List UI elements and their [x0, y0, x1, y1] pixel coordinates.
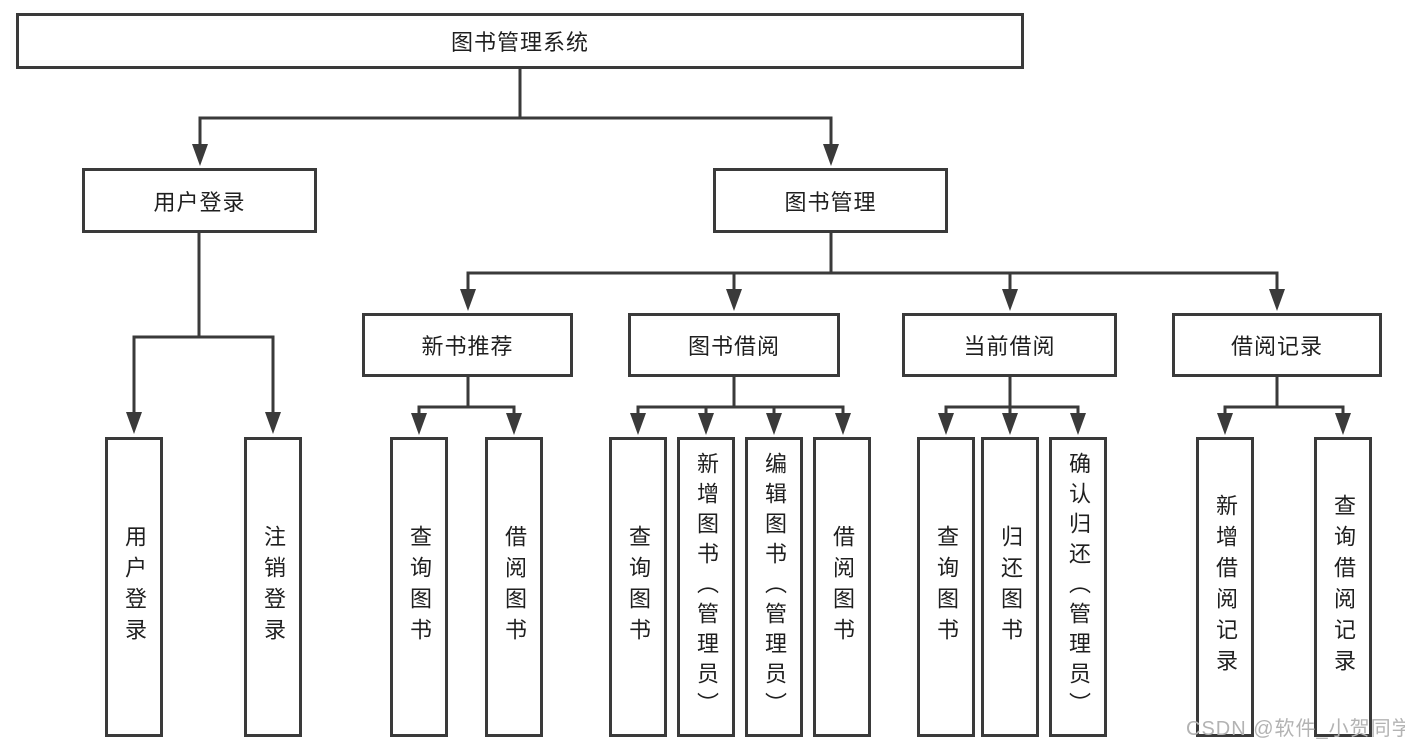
node-book-borrowing: 图书借阅 — [628, 313, 840, 377]
csdn-watermark: CSDN @软件_小贺同学 — [1186, 718, 1405, 740]
leaf-confirm-return-admin: 确认归还（管理员） — [1049, 437, 1107, 737]
node-current-borrowing: 当前借阅 — [902, 313, 1117, 377]
node-new-book-recommendation: 新书推荐 — [362, 313, 573, 377]
leaf-add-books-admin: 新增图书（管理员） — [677, 437, 735, 737]
leaf-query-books-recommend: 查询图书 — [390, 437, 448, 737]
leaf-return-books: 归还图书 — [981, 437, 1039, 737]
leaf-user-login: 用户登录 — [105, 437, 163, 737]
leaf-logout: 注销登录 — [244, 437, 302, 737]
leaf-borrow-books-recommend: 借阅图书 — [485, 437, 543, 737]
node-user-login: 用户登录 — [82, 168, 317, 233]
leaf-edit-books-admin: 编辑图书（管理员） — [745, 437, 803, 737]
node-borrowing-records: 借阅记录 — [1172, 313, 1382, 377]
leaf-query-books-current: 查询图书 — [917, 437, 975, 737]
leaf-query-borrow-record: 查询借阅记录 — [1314, 437, 1372, 737]
leaf-borrow-books-borrowing: 借阅图书 — [813, 437, 871, 737]
leaf-query-books-borrowing: 查询图书 — [609, 437, 667, 737]
node-root: 图书管理系统 — [16, 13, 1024, 69]
arrowheads — [126, 144, 1351, 435]
leaf-add-borrow-record: 新增借阅记录 — [1196, 437, 1254, 737]
node-book-management: 图书管理 — [713, 168, 948, 233]
